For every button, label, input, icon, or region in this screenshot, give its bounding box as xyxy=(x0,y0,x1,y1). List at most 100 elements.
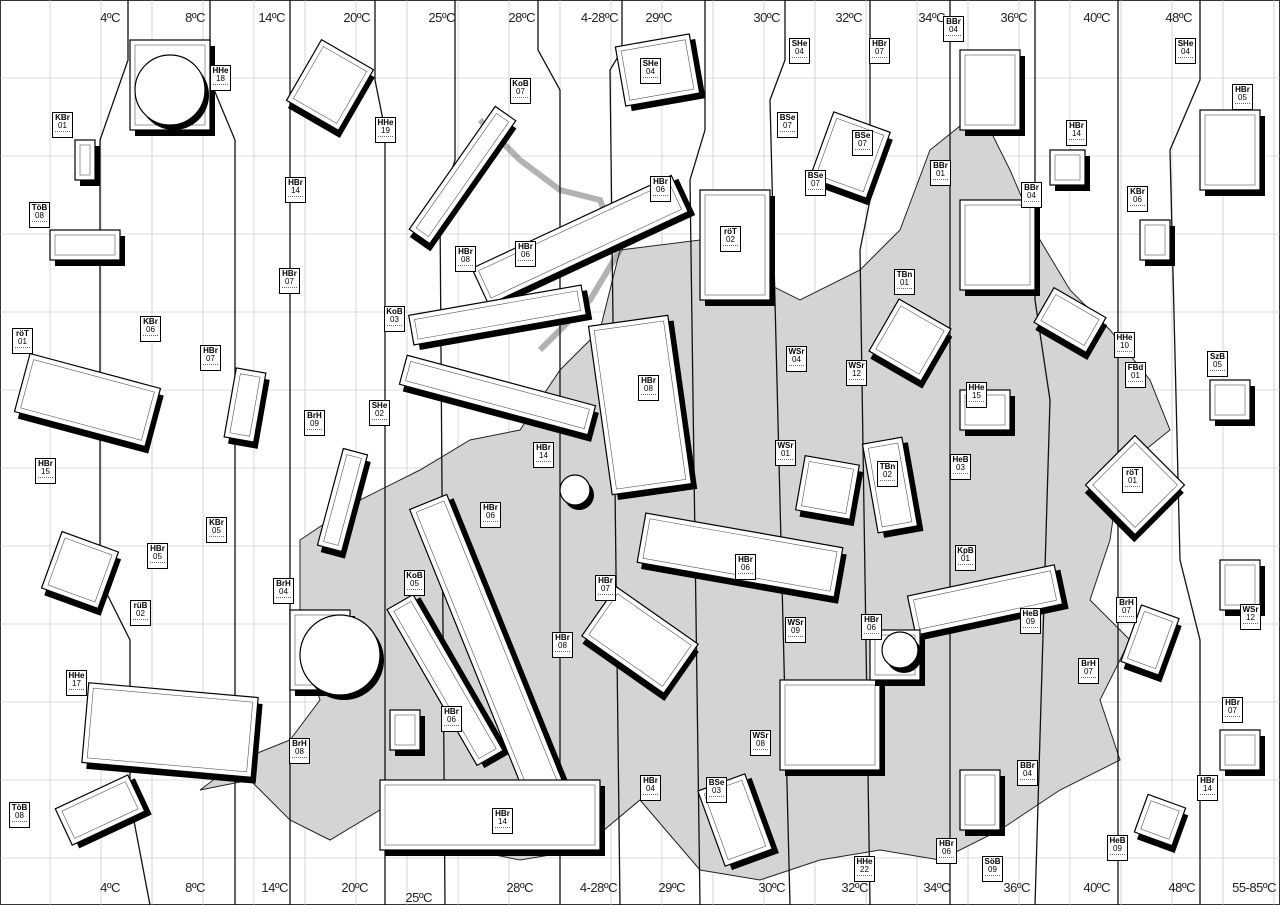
tag-caption-lines xyxy=(641,394,656,398)
temperature-label: 48ºC xyxy=(1168,880,1195,895)
rotunda xyxy=(299,614,381,696)
tag-caption-lines xyxy=(288,196,303,200)
tag-caption-lines xyxy=(1235,103,1250,107)
tag-caption-lines xyxy=(969,401,984,405)
building-number: 09 xyxy=(988,865,997,874)
building-code: BSe xyxy=(854,131,871,140)
building-inner xyxy=(1224,734,1256,766)
building-inner xyxy=(1214,384,1246,416)
building-code: HBr xyxy=(872,39,887,48)
building-code: röT xyxy=(724,227,737,236)
building-code: HBr xyxy=(288,178,303,187)
tag-caption-lines xyxy=(723,245,738,249)
building-inner xyxy=(54,234,116,256)
building-number: 12 xyxy=(1246,613,1255,622)
tag-caption-lines xyxy=(789,365,804,369)
building-code: SzB xyxy=(1209,352,1226,361)
tag-caption-lines xyxy=(276,597,291,601)
tag-caption-lines xyxy=(872,57,887,61)
building-number: 06 xyxy=(942,847,951,856)
building-number: 01 xyxy=(58,121,67,130)
tag-caption-lines xyxy=(778,459,793,463)
building-code: HBr xyxy=(641,376,656,385)
building-inner xyxy=(384,784,596,846)
building-number: 04 xyxy=(646,784,655,793)
building-code: SHe xyxy=(371,401,388,410)
tag-caption-lines xyxy=(378,136,393,140)
building-code: BrH xyxy=(292,739,307,748)
temperature-label: 29ºC xyxy=(658,880,685,895)
temperature-label: 14ºC xyxy=(258,10,285,25)
building-code: HBr xyxy=(555,633,570,642)
building-inner xyxy=(1054,154,1081,181)
building-code: WSr xyxy=(848,361,865,370)
building xyxy=(223,367,267,443)
building-number: 05 xyxy=(410,579,419,588)
tag-caption-lines xyxy=(643,77,658,81)
building-code: BSe xyxy=(779,113,796,122)
building-code: BBr xyxy=(1024,183,1039,192)
temperature-label: 40ºC xyxy=(1083,10,1110,25)
building-number: 06 xyxy=(741,563,750,572)
temperature-label: 36ºC xyxy=(1000,10,1027,25)
building-code: HBr xyxy=(1225,698,1240,707)
building-number: 09 xyxy=(310,419,319,428)
building-code: BBr xyxy=(1020,761,1035,770)
building-code: WSr xyxy=(752,731,769,740)
building-code: TBn xyxy=(879,462,896,471)
building-inner xyxy=(478,181,682,299)
building xyxy=(408,105,517,245)
tag-caption-lines xyxy=(15,347,30,351)
tag-caption-lines xyxy=(598,594,613,598)
temperature-label: 34ºC xyxy=(918,10,945,25)
tag-caption-lines xyxy=(897,288,912,292)
tag-caption-lines xyxy=(753,749,768,753)
building-code: WSr xyxy=(777,441,794,450)
building-number: 15 xyxy=(972,391,981,400)
building-inner xyxy=(405,361,590,429)
tag-caption-lines xyxy=(143,335,158,339)
building-code: KoB xyxy=(512,79,529,88)
building-code: HBr xyxy=(1235,85,1250,94)
building-code: HBr xyxy=(864,615,879,624)
tag-caption-lines xyxy=(643,794,658,798)
building-code: HBr xyxy=(653,177,668,186)
tag-caption-lines xyxy=(1023,627,1038,631)
building-number: 04 xyxy=(279,587,288,596)
building-code: KBr xyxy=(143,317,158,326)
zone-boundary xyxy=(374,0,386,905)
temperature-label: 30ºC xyxy=(758,880,785,895)
tag-caption-lines xyxy=(12,821,27,825)
building-number: 08 xyxy=(558,641,567,650)
building-number: 06 xyxy=(486,511,495,520)
building-inner xyxy=(867,442,913,528)
tag-caption-lines xyxy=(946,35,961,39)
building-number: 10 xyxy=(1120,341,1129,350)
building-inner xyxy=(393,600,497,760)
temperature-label: 4ºC xyxy=(100,10,120,25)
building-code: HBr xyxy=(939,839,954,848)
building-inner xyxy=(913,570,1057,630)
temperature-label: 8ºC xyxy=(185,880,205,895)
tag-caption-lines xyxy=(855,149,870,153)
